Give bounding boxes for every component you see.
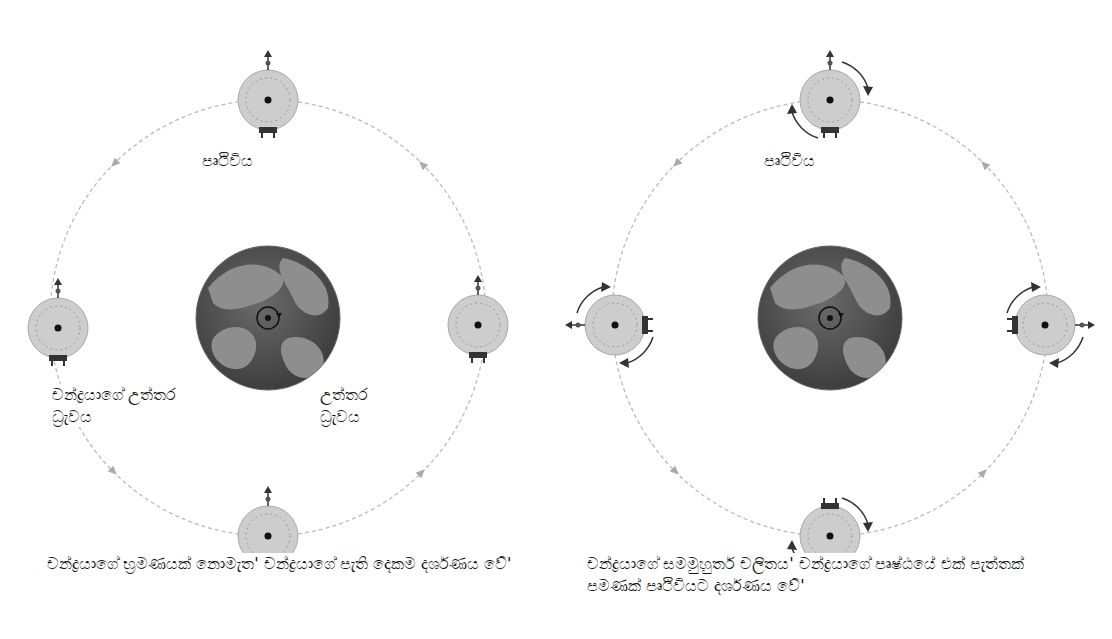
orbit-arrow bbox=[416, 466, 428, 478]
orbit-arrow bbox=[978, 158, 990, 170]
orbit bbox=[50, 100, 486, 536]
earth-label: පෘථිවිය bbox=[762, 150, 817, 172]
pole-label: උත්තර ධ්‍රැවය bbox=[318, 384, 402, 427]
earth-label: පෘථිවිය bbox=[200, 150, 255, 172]
moon bbox=[28, 50, 508, 574]
moon-pole-label: චන්ද්‍රයාගේ උත්තර ධ්‍රැවය bbox=[50, 384, 184, 427]
orbit bbox=[612, 100, 1048, 536]
panel-caption: චන්ද්‍රයාගේ භ්‍රමණයක් නොමැත' චන්ද්‍රයාගේ… bbox=[45, 553, 519, 575]
orbit-arrow bbox=[670, 466, 682, 478]
moon bbox=[565, 50, 1095, 586]
orbit-arrow bbox=[978, 466, 990, 478]
earth bbox=[196, 246, 340, 390]
orbit-arrow bbox=[416, 158, 428, 170]
earth bbox=[758, 246, 902, 390]
panel-caption: චන්ද්‍රයාගේ සමමුහුර්ත චලිතය' චන්ද්‍රයාගේ… bbox=[585, 553, 1059, 596]
orbit-arrow bbox=[108, 158, 120, 170]
orbit-arrow bbox=[670, 158, 682, 170]
orbit-arrow bbox=[108, 466, 120, 478]
